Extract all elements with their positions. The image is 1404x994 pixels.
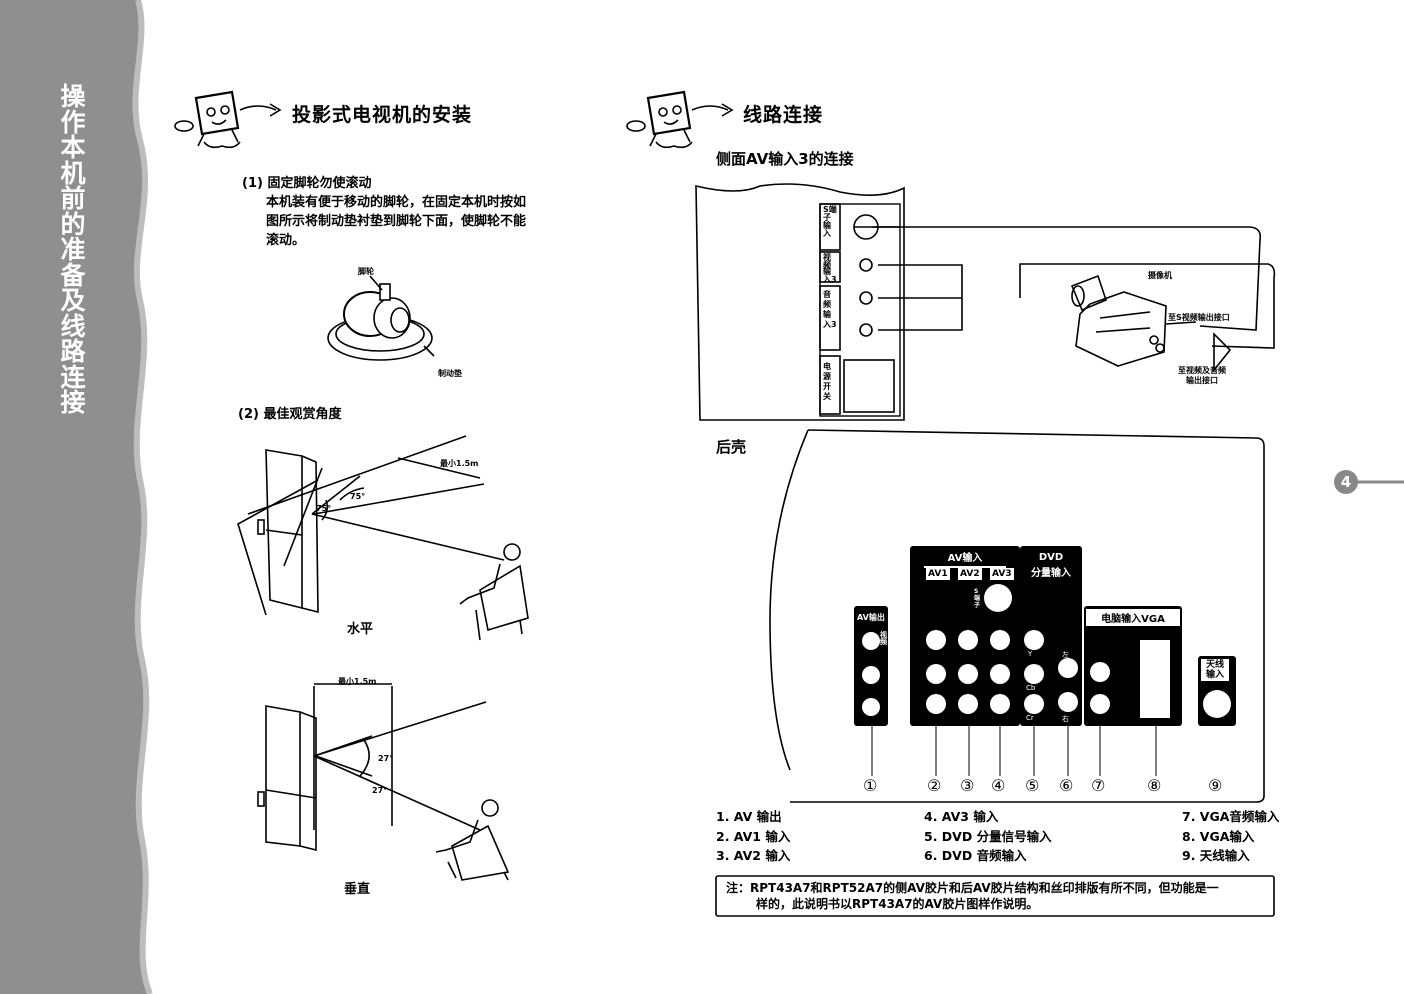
angle-label-c: 27° — [378, 754, 394, 763]
distance-label-2: 最小1.5m — [338, 677, 377, 686]
horizontal-view-diagram — [237, 435, 529, 641]
sidebar-background — [0, 0, 153, 994]
sidebar-title: 操作本 机前的 准备及 线路连 接 — [60, 82, 86, 417]
av-output-panel: AV输出 视频 — [854, 606, 888, 726]
caster-illustration — [327, 275, 435, 361]
marker-7: ⑦ — [1091, 776, 1106, 795]
note-box: 注：RPT43A7和RPT52A7的侧AV胶片和后AV胶片结构和丝印排版有所不同… — [726, 881, 1219, 911]
audio-input3-label: 音频输入3 — [823, 290, 837, 329]
s1-paragraph: 本机装有便于移动的脚轮，在固定本机时按如 图所示将制动垫衬垫到脚轮下面，使脚轮不… — [266, 195, 527, 248]
s2-heading: (2) 最佳观赏角度 — [238, 407, 342, 422]
angle-label-b: 75° — [316, 504, 332, 513]
distance-label-1: 最小1.5m — [440, 459, 479, 468]
camcorder-label: 摄像机 — [1148, 271, 1172, 280]
to-s-video-label: 至S视频输出接口 — [1168, 313, 1230, 322]
angle-label-a: 75° — [350, 492, 366, 501]
s1-heading: (1) 固定脚轮勿使滚动 — [242, 176, 372, 191]
s-terminal-label: S端子输入 — [823, 205, 837, 238]
tv-mascot-icon — [174, 90, 282, 149]
vertical-view-diagram — [257, 683, 510, 881]
marker-3: ③ — [960, 776, 975, 795]
dvd-component-panel: DVD 分量输入 Y Cb Cr 左 右 — [1020, 546, 1082, 726]
to-av-out-label: 至视频及音频输出接口 — [1178, 366, 1226, 385]
horizontal-caption: 水平 — [347, 622, 374, 637]
right-title: 线路连接 — [743, 104, 824, 126]
page-number-badge: 4 — [1334, 470, 1358, 494]
angle-label-d: 27° — [372, 786, 388, 795]
side-av-heading: 侧面AV输入3的连接 — [716, 150, 854, 168]
rear-heading: 后壳 — [716, 438, 747, 456]
caster-label: 脚轮 — [358, 267, 374, 276]
marker-2: ② — [927, 776, 942, 795]
left-title: 投影式电视机的安装 — [292, 104, 473, 126]
marker-1: ① — [863, 776, 878, 795]
marker-9: ⑨ — [1208, 776, 1223, 795]
marker-8: ⑧ — [1147, 776, 1162, 795]
vga-input-panel: 电脑输入VGA — [1084, 606, 1182, 726]
input3-label: 输入3 — [823, 267, 837, 284]
marker-6: ⑥ — [1059, 776, 1074, 795]
power-switch-label: 电源开关 — [823, 362, 831, 401]
brake-pad-label: 制动垫 — [438, 369, 462, 378]
marker-4: ④ — [991, 776, 1006, 795]
tv-mascot-icon-2 — [626, 90, 734, 149]
video-input-label: 视频 — [823, 253, 831, 270]
rear-panel-outline — [769, 429, 1265, 803]
marker-5: ⑤ — [1025, 776, 1040, 795]
side-panel-diagram — [695, 183, 1276, 421]
antenna-panel: 天线输入 — [1198, 656, 1236, 726]
camcorder-icon — [1070, 274, 1197, 367]
vertical-caption: 垂直 — [344, 882, 371, 897]
av-input-panel: AV输入 AV1 AV2 AV3 S端子 — [910, 546, 1020, 726]
